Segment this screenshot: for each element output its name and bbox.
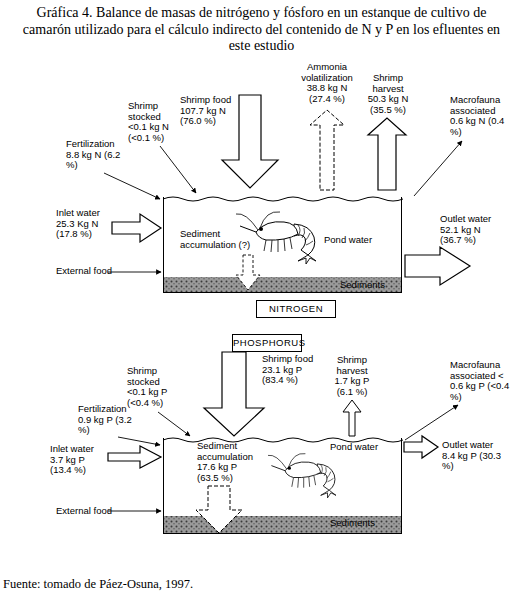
flux-label: Shrimp stocked <0.1 kg N (<0.1 %) bbox=[128, 101, 178, 143]
node-text: PHOSPHORUS bbox=[233, 335, 301, 351]
input-arrow bbox=[112, 214, 161, 242]
node-text: Sediment accumulation 17.6 kg P (63.5 %) bbox=[197, 441, 261, 483]
pond-box: Sediment accumulation 17.6 kg P (63.5 %)… bbox=[163, 438, 402, 534]
flux-label: Fertilization 8.8 kg N (6.2 %) bbox=[66, 139, 122, 171]
flux-label: Macrofauna associated 0.6 kg N (0.4 %) bbox=[450, 95, 510, 137]
sedimentation-arrow bbox=[196, 486, 242, 533]
flux-label: Ammonia volatilization 38.8 kg N (27.4 %… bbox=[296, 62, 358, 104]
flux-label: Shrimp stocked <0.1 kg P (<0.4 %) bbox=[127, 366, 177, 408]
volatilization-arrow bbox=[310, 110, 344, 190]
output-arrow bbox=[368, 118, 406, 190]
flux-label: Shrimp harvest 50.3 kg N (35.5 %) bbox=[364, 73, 412, 115]
input-arrow bbox=[108, 446, 161, 468]
flux-label: Shrimp food 23.1 kg P (83.4 %) bbox=[262, 354, 320, 386]
shrimp-illustration bbox=[268, 454, 336, 498]
flux-label: Outlet water 52.1 kg N (36.7 %) bbox=[440, 214, 504, 246]
pond-box: Pond water Sediment accumulation (?) Sedim… bbox=[163, 197, 402, 293]
input-arrow bbox=[204, 352, 264, 436]
node-text: Pond water bbox=[330, 442, 400, 453]
flux-label: Fertilization 0.9 kg P (3.2 %) bbox=[78, 404, 134, 436]
element-box: PHOSPHORUS bbox=[232, 334, 302, 352]
flux-label: Shrimp harvest 1.7 kg P (6.1 %) bbox=[330, 355, 374, 397]
input-arrow bbox=[108, 511, 161, 512]
node-text: Sediments bbox=[330, 518, 390, 529]
source-caption: Fuente: tomado de Páez-Osuna, 1997. bbox=[3, 577, 193, 592]
node-text: Sediments bbox=[340, 280, 400, 291]
flux-label: Inlet water 25.3 Kg N (17.8 %) bbox=[56, 208, 112, 240]
input-arrow bbox=[118, 437, 160, 445]
element-box: NITROGEN bbox=[256, 300, 336, 318]
sediment-layer bbox=[163, 516, 402, 534]
input-arrow bbox=[222, 95, 278, 188]
node-text: NITROGEN bbox=[257, 301, 335, 317]
flux-label: Inlet water 3.7 kg P (13.4 %) bbox=[50, 444, 106, 476]
node-text: Pond water bbox=[324, 235, 394, 246]
sediment-layer bbox=[163, 277, 402, 293]
flux-label: External food bbox=[56, 506, 118, 517]
flux-label: Macrofauna associated < 0.6 kg P (<0.4 %… bbox=[450, 360, 510, 402]
output-arrow bbox=[343, 400, 361, 436]
sedimentation-arrow bbox=[236, 255, 260, 290]
output-arrow bbox=[404, 436, 438, 458]
flux-label: Outlet water 8.4 kg P (30.3 %) bbox=[442, 440, 504, 472]
input-arrow bbox=[104, 173, 160, 199]
input-arrow bbox=[160, 146, 196, 193]
flux-label: Shrimp food 107.7 kg N (76.0 %) bbox=[180, 95, 238, 127]
output-arrow bbox=[414, 141, 462, 196]
figure-title: Gráfica 4. Balance de masas de nitrógeno… bbox=[11, 5, 512, 55]
node-text: Sediment accumulation (?) bbox=[180, 229, 258, 250]
output-arrow bbox=[405, 405, 458, 440]
input-arrow bbox=[108, 272, 161, 273]
output-arrow bbox=[405, 247, 470, 285]
input-arrow bbox=[158, 412, 190, 436]
water-surface bbox=[163, 197, 403, 201]
flux-label: External food bbox=[56, 266, 118, 277]
